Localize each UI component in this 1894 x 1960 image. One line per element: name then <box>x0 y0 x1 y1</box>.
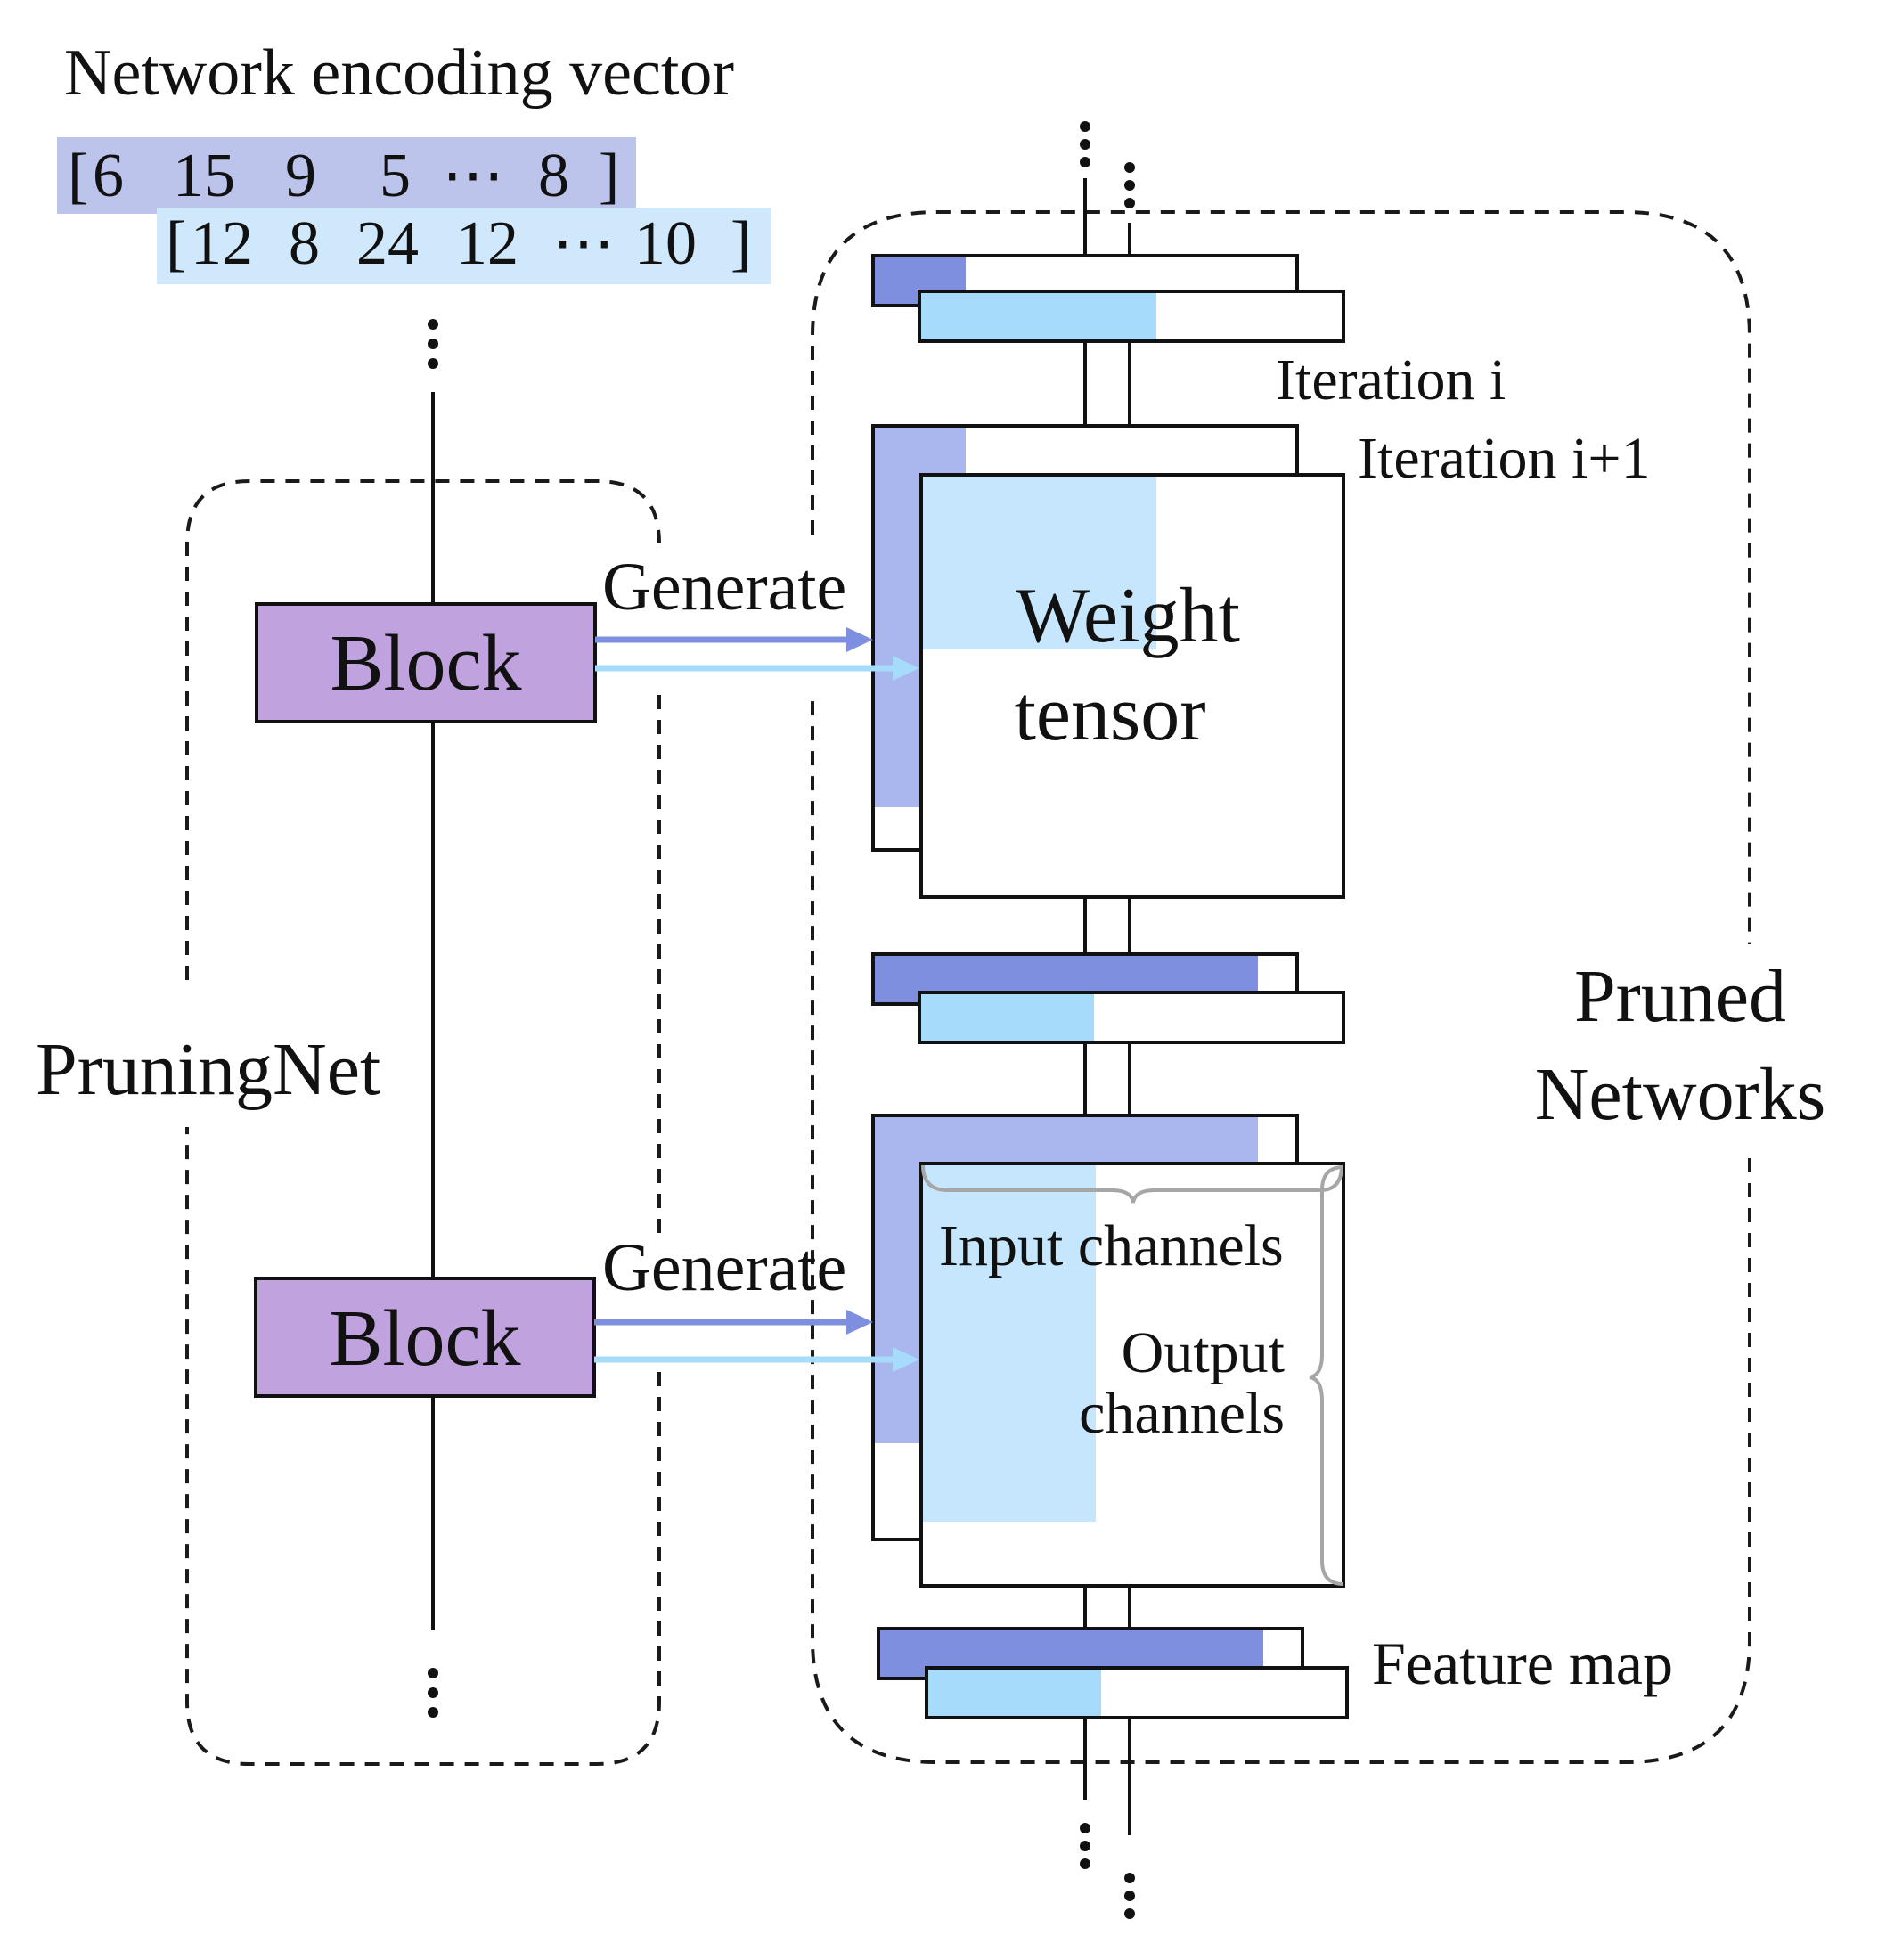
vector-row2-close: ] <box>731 209 751 278</box>
generate-arrow-2-dark <box>594 1310 873 1335</box>
weight-tensor-label-line2: tensor <box>1014 671 1205 757</box>
pruningnet-block-2-label: Block <box>330 1294 521 1383</box>
feature-map-label: Feature map <box>1372 1629 1673 1697</box>
vector-row2-value-2: 8 <box>289 209 320 278</box>
iteration-i-label: Iteration i <box>1276 347 1506 412</box>
generate-label-2: Generate <box>602 1230 846 1305</box>
vector-row1-value-1: 6 <box>93 142 124 210</box>
pruningnet-dashed-border <box>185 479 661 1766</box>
pruningnet-block-1 <box>255 602 597 723</box>
generate-label-1: Generate <box>602 550 846 625</box>
feature-map-2-iteration-i1 <box>918 991 1345 1044</box>
pruningnet-top-dots <box>428 319 438 369</box>
pruned-networks-label-line1: Pruned <box>1574 955 1786 1038</box>
encoding-vector-row1: [ 6 15 9 5 ⋯ 8 ] <box>68 142 619 210</box>
output-channels-label-line2: channels <box>1079 1381 1285 1446</box>
pruningnet-label: PruningNet <box>36 1028 380 1111</box>
vector-row1-open: [ <box>68 142 88 210</box>
generate-arrow-1-dark <box>595 627 873 652</box>
encoding-vector-row2: [ 12 8 24 12 ⋯ 10 ] <box>166 209 751 278</box>
generate-arrow-2-light <box>594 1347 919 1372</box>
encoding-vector-row2-highlight <box>157 208 771 284</box>
feature-map-1-iteration-i1 <box>918 290 1345 343</box>
weight-tensor-2-iteration-i1 <box>919 1162 1345 1588</box>
output-channels-brace <box>1309 1165 1344 1586</box>
vector-row2-value-1: 12 <box>191 209 253 278</box>
pruningnet-bottom-dots <box>428 1668 438 1718</box>
vector-row1-ellipsis: ⋯ <box>442 142 504 210</box>
vector-row2-value-3: 24 <box>356 209 419 278</box>
encoding-vector-row1-highlight <box>57 137 636 214</box>
vector-row1-value-last: 8 <box>538 142 569 210</box>
iteration-i1-label: Iteration i+1 <box>1358 426 1651 491</box>
weight-tensor-label-line1: Weight <box>1016 573 1240 659</box>
pruningnet-block-1-label: Block <box>331 619 522 707</box>
vector-row1-value-2: 15 <box>173 142 235 210</box>
pruned-networks-top-dots <box>1080 121 1135 208</box>
pruned-networks-bottom-dots <box>1080 1823 1135 1919</box>
vector-row1-value-3: 9 <box>285 142 316 210</box>
vector-row2-value-last: 10 <box>634 209 697 278</box>
pruned-networks-dashed-border <box>811 210 1751 1764</box>
encoding-vector-title: Network encoding vector <box>64 37 734 110</box>
vector-row1-close: ] <box>599 142 619 210</box>
input-channels-label: Input channels <box>939 1213 1284 1278</box>
pruningnet-block-2 <box>254 1277 596 1398</box>
output-channels-label-line1: Output <box>1122 1320 1285 1385</box>
vector-row2-open: [ <box>166 209 186 278</box>
feature-map-3-iteration-i1 <box>925 1666 1349 1719</box>
weight-tensor-1-iteration-i1 <box>919 473 1345 899</box>
vector-row2-value-4: 12 <box>456 209 518 278</box>
input-channels-brace <box>921 1164 1343 1204</box>
generate-arrow-1-light <box>595 656 919 681</box>
vector-row2-ellipsis: ⋯ <box>552 209 615 278</box>
vector-row1-value-4: 5 <box>380 142 411 210</box>
pruned-networks-label-line2: Networks <box>1535 1053 1826 1136</box>
